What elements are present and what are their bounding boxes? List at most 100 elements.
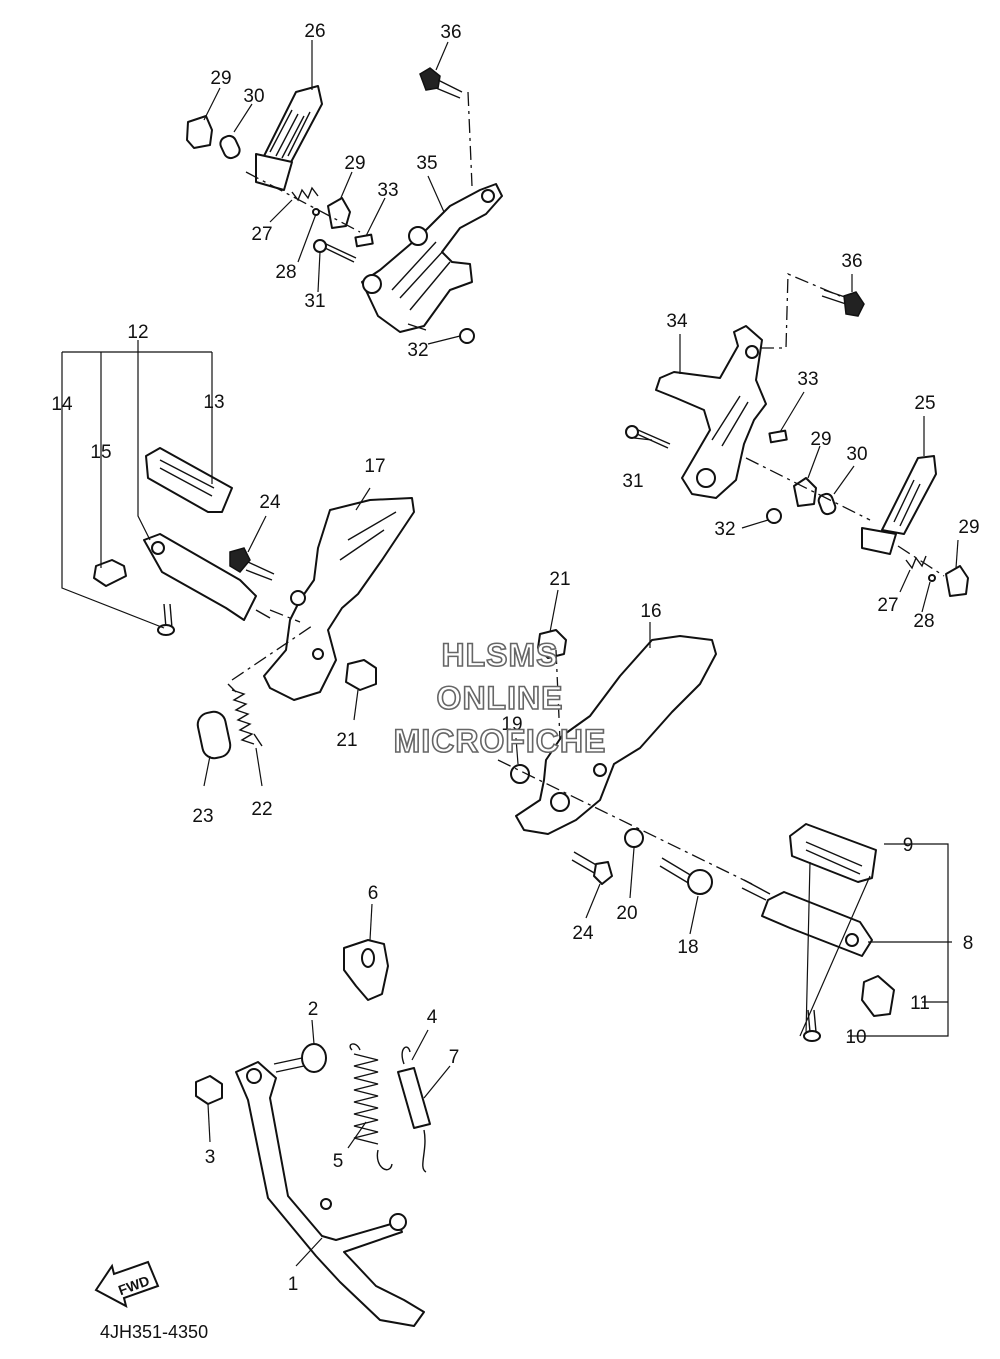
callout-27-right: 27: [877, 595, 898, 616]
part-15-stopper: [93, 559, 127, 587]
left-footrest-group: [93, 447, 415, 760]
callout-8: 8: [963, 933, 974, 954]
callout-35: 35: [416, 153, 437, 174]
part-25-footrest: [861, 455, 937, 555]
callout-33-top: 33: [377, 180, 398, 201]
callout-23: 23: [192, 806, 213, 827]
callout-labels: 26 36 29 30 29 35 33 27 28 31 32 12 14 1…: [51, 21, 979, 1295]
callout-30-right: 30: [846, 444, 867, 465]
callout-4: 4: [427, 1007, 438, 1028]
callout-17: 17: [364, 456, 385, 477]
callout-21-right: 21: [549, 569, 570, 590]
document-code: 4JH351-4350: [100, 1322, 208, 1342]
part-32-nut-right: [766, 508, 782, 524]
part-9-rubber: [789, 823, 877, 883]
callout-1: 1: [288, 1274, 299, 1295]
part-32-nut-top: [459, 328, 475, 344]
callout-32-top: 32: [407, 340, 428, 361]
fwd-arrow: FWD: [94, 1260, 160, 1308]
part-22-spring: [227, 683, 263, 747]
callout-12: 12: [127, 322, 148, 343]
part-36-bolt-right: [821, 289, 865, 317]
part-26-footrest: [255, 85, 323, 191]
part-33-plate-top: [354, 233, 374, 248]
part-10-bolt: [803, 1009, 821, 1042]
part-21-nut-left: [345, 659, 377, 691]
callout-36-right: 36: [841, 251, 862, 272]
callout-21-left: 21: [336, 730, 357, 751]
part-8-footrest: [741, 879, 873, 957]
part-24-bolt-left: [229, 547, 275, 581]
callout-36-top: 36: [440, 22, 461, 43]
part-13-rubber: [145, 447, 233, 513]
callout-31-right: 31: [622, 471, 643, 492]
callout-29-right-a: 29: [810, 429, 831, 450]
part-5-spring: [349, 1043, 393, 1171]
part-11-stopper: [861, 975, 895, 1017]
callout-9: 9: [903, 835, 914, 856]
part-12-footrest: [143, 533, 271, 621]
callout-32-right: 32: [714, 519, 735, 540]
part-30-pin-top-left: [219, 134, 241, 160]
part-33-plate-right: [768, 429, 788, 444]
part-16-bracket: [515, 635, 717, 835]
callout-18: 18: [677, 937, 698, 958]
part-30-pin-right: [817, 492, 837, 516]
callout-29-top-mid: 29: [344, 153, 365, 174]
callout-10: 10: [845, 1027, 866, 1048]
callout-16: 16: [640, 601, 661, 622]
part-29-cap-top-left: [186, 115, 213, 149]
part-23-collar: [196, 710, 232, 760]
callout-22: 22: [251, 799, 272, 820]
watermark: HLSMS ONLINE MICROFICHE: [393, 636, 607, 760]
callout-27-top: 27: [251, 224, 272, 245]
callout-13: 13: [203, 392, 224, 413]
part-29-cap-right-b: [945, 565, 969, 597]
rear-right-footrest-group: [625, 273, 969, 597]
callout-3: 3: [205, 1147, 216, 1168]
callout-5: 5: [333, 1151, 344, 1172]
part-3-nut: [195, 1075, 223, 1105]
part-17-bracket: [263, 497, 415, 701]
part-28-ball-right: [928, 574, 936, 582]
callout-28-right: 28: [913, 611, 934, 632]
part-36-bolt-top: [419, 67, 463, 99]
callout-33-right: 33: [797, 369, 818, 390]
part-34-bracket: [655, 325, 767, 499]
part-35-bracket: [361, 183, 503, 333]
watermark-line-1: HLSMS: [442, 637, 559, 673]
watermark-line-2: ONLINE: [437, 680, 564, 716]
part-14-bolt: [157, 603, 175, 636]
callout-31-top: 31: [304, 291, 325, 312]
part-6-bracket: [343, 939, 389, 1001]
part-20-washer: [624, 828, 644, 848]
callout-25: 25: [914, 393, 935, 414]
callout-19: 19: [501, 714, 522, 735]
leader-lines: [61, 40, 959, 1267]
part-7-spring: [397, 1046, 431, 1173]
callout-30-top: 30: [243, 86, 264, 107]
callout-11: 11: [910, 993, 930, 1014]
callout-15: 15: [90, 442, 111, 463]
part-31-bolt-right: [625, 425, 671, 449]
sidestand-group: [195, 939, 431, 1327]
part-1-sidestand: [235, 1061, 425, 1327]
callout-28-top: 28: [275, 262, 296, 283]
callout-6: 6: [368, 883, 379, 904]
callout-14: 14: [51, 394, 73, 415]
callout-29-right-b: 29: [958, 517, 979, 538]
watermark-line-3: MICROFICHE: [394, 723, 607, 759]
callout-29-top-left: 29: [210, 68, 231, 89]
right-footrest-group: [497, 629, 895, 1042]
part-2-bolt: [273, 1043, 327, 1073]
part-31-bolt-top: [313, 239, 357, 263]
callout-26: 26: [304, 21, 325, 42]
callout-7: 7: [449, 1047, 460, 1068]
callout-2: 2: [308, 999, 319, 1020]
part-29-cap-top-mid: [327, 197, 351, 229]
rear-left-footrest-group: [186, 67, 503, 344]
part-18-pivot-bolt: [659, 857, 713, 895]
callout-24-right: 24: [572, 923, 594, 944]
callout-24-left: 24: [259, 492, 281, 513]
